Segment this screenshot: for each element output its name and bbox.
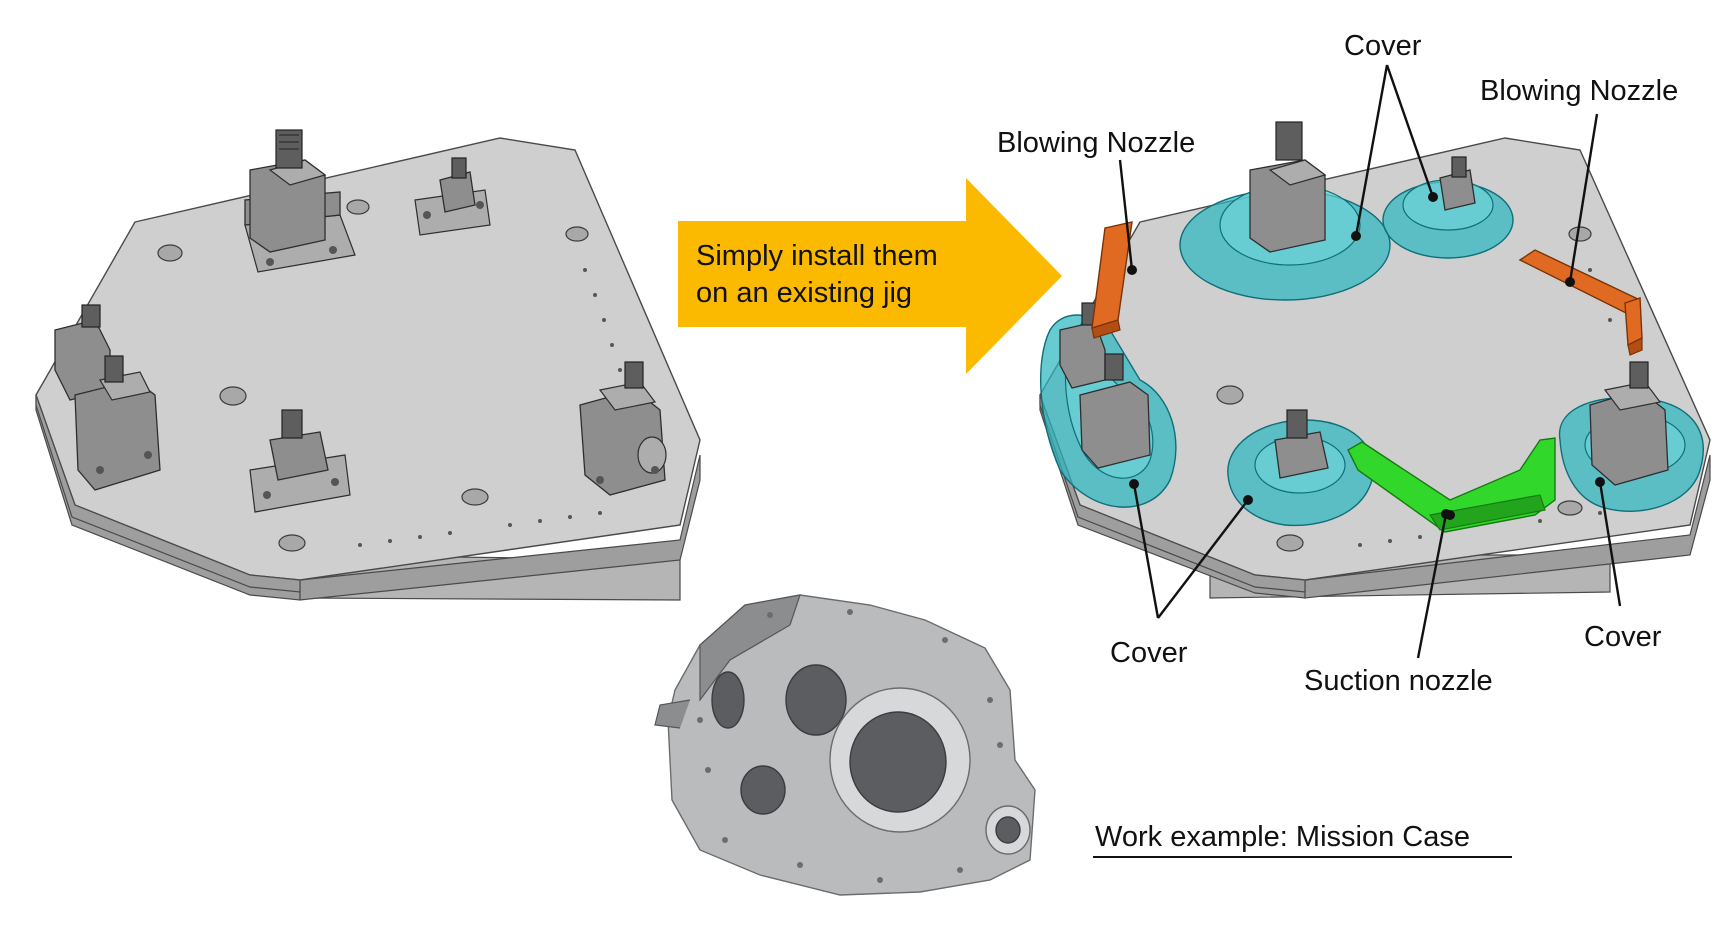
cover-right [1558,361,1704,512]
cover-top-center [1179,121,1391,301]
label-cover-top: Cover [1344,30,1422,62]
plate-holes-right [1216,226,1592,552]
plate-holes [157,199,589,552]
blowing-nozzle-left-part [1091,221,1133,339]
clamp-top-center [244,129,356,273]
existing-jig-before [35,129,701,601]
label-cover-bottom-left: Cover [1110,637,1188,669]
label-cover-bottom-right: Cover [1584,621,1662,653]
arrow-text-line1: Simply install them [696,240,938,272]
caption-group: Work example: Mission Case [1093,821,1512,858]
clamp-top-right [414,157,491,236]
retrofitted-jig-after: Blowing Nozzle Cover Blowing Nozzle Cove… [997,30,1711,697]
caption-text: Work example: Mission Case [1095,821,1470,853]
clamp-bottom-center [249,409,351,513]
bolt-dots [358,268,630,547]
label-suction-nozzle: Suction nozzle [1304,665,1493,697]
clamp-left-cluster [54,304,161,491]
leader-lines [1118,64,1622,659]
suction-nozzle-part [1347,437,1556,533]
cover-top-right [1382,156,1514,259]
clamp-right [579,361,667,496]
label-blowing-nozzle-left: Blowing Nozzle [997,127,1195,159]
mission-case-image [654,594,1036,896]
arrow-shape [678,178,1062,374]
blowing-nozzle-right-part [1518,249,1643,356]
arrow-text-line2: on an existing jig [696,277,912,309]
install-arrow: Simply install them on an existing jig [678,178,1062,374]
cover-left-cluster [1040,302,1177,508]
label-blowing-nozzle-right: Blowing Nozzle [1480,75,1678,107]
cover-bottom-center [1227,409,1374,527]
